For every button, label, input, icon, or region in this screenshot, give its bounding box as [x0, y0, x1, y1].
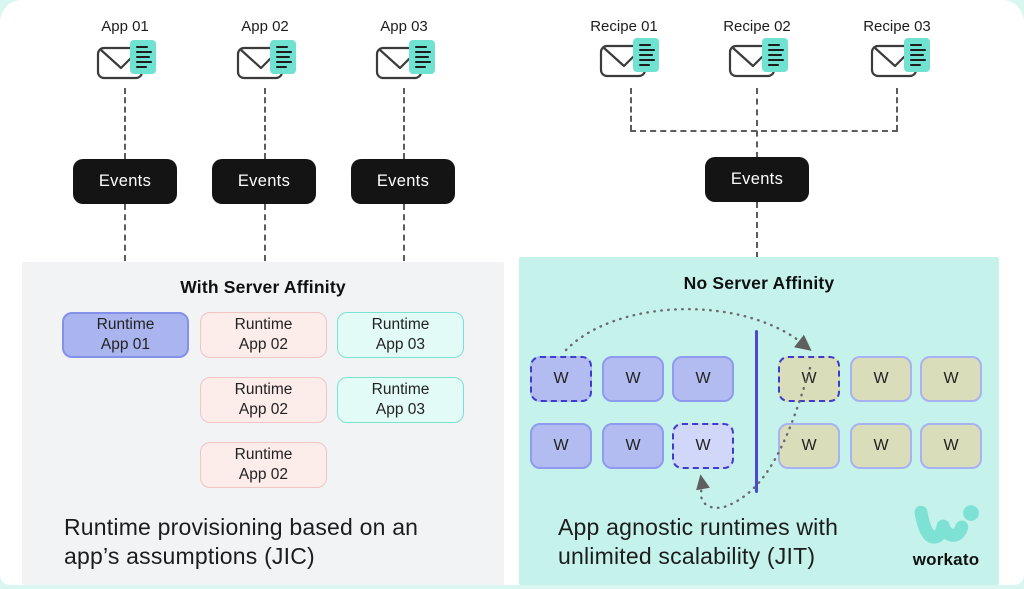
connector-dashed-vertical	[756, 202, 758, 258]
right-caption: App agnostic runtimes with unlimited sca…	[558, 513, 838, 571]
workato-logo: workato	[902, 502, 990, 570]
runtime-box-line1: Runtime	[96, 315, 155, 333]
connector-dashed-vertical	[264, 88, 266, 159]
panel-heading: With Server Affinity	[180, 277, 346, 297]
envelope-document-icon	[595, 34, 665, 86]
panel-heading: No Server Affinity	[683, 273, 835, 293]
runtime-box: Runtime App 01	[62, 312, 189, 358]
left-caption-line2: app’s assumptions (JIC)	[64, 543, 315, 570]
connector-dashed-vertical	[403, 204, 405, 312]
connector-dashed-horizontal	[630, 130, 898, 132]
connector-dashed-vertical	[630, 88, 632, 131]
envelope-document-icon	[724, 34, 794, 86]
runtime-box-line1: Runtime	[371, 315, 430, 333]
worker-box: W	[778, 423, 840, 469]
events-node: Events	[73, 159, 177, 204]
runtime-box-line2: App 03	[375, 401, 426, 418]
app-label: App 01	[101, 18, 149, 35]
right-caption-line1: App agnostic runtimes with	[558, 514, 839, 540]
worker-box: W	[920, 423, 982, 469]
connector-dashed-vertical	[896, 88, 898, 131]
worker-box: W	[530, 356, 592, 402]
envelope-document-icon	[232, 36, 302, 88]
right-caption-line2: unlimited scalability (JIT)	[558, 543, 816, 570]
runtime-box-line2: App 03	[375, 336, 426, 353]
runtime-box-line1: Runtime	[234, 315, 293, 333]
app-label: App 02	[241, 18, 289, 35]
left-caption-line1: Runtime provisioning based on an	[64, 514, 419, 540]
connector-dashed-vertical	[756, 88, 758, 158]
events-node: Events	[705, 157, 809, 202]
envelope-document-icon	[866, 34, 936, 86]
events-node: Events	[351, 159, 455, 204]
runtime-box-line1: Runtime	[234, 445, 293, 463]
left-caption: Runtime provisioning based on an app’s a…	[64, 513, 418, 571]
worker-box: W	[672, 423, 734, 469]
recipe-label: Recipe 03	[863, 18, 931, 35]
worker-box: W	[602, 423, 664, 469]
worker-box: W	[530, 423, 592, 469]
runtime-box-line2: App 02	[238, 466, 289, 483]
runtime-box: Runtime App 03	[337, 377, 464, 423]
worker-box: W	[778, 356, 840, 402]
runtime-box-line2: App 02	[238, 336, 289, 353]
worker-box: W	[920, 356, 982, 402]
runtime-box-line2: App 01	[100, 336, 151, 353]
runtime-box: Runtime App 03	[337, 312, 464, 358]
connector-dashed-vertical	[124, 88, 126, 159]
connector-dashed-vertical	[403, 88, 405, 159]
runtime-box-line1: Runtime	[371, 380, 430, 398]
recipe-label: Recipe 02	[723, 18, 791, 35]
recipe-label: Recipe 01	[590, 18, 658, 35]
worker-box: W	[602, 356, 664, 402]
worker-box: W	[672, 356, 734, 402]
app-label: App 03	[380, 18, 428, 35]
runtime-box-line2: App 02	[238, 401, 289, 418]
events-node: Events	[212, 159, 316, 204]
worker-box: W	[850, 356, 912, 402]
runtime-box: Runtime App 02	[200, 377, 327, 423]
runtime-box: Runtime App 02	[200, 442, 327, 488]
runtime-box-line1: Runtime	[234, 380, 293, 398]
envelope-document-icon	[92, 36, 162, 88]
connector-dashed-vertical	[124, 204, 126, 312]
divider-line	[755, 330, 758, 493]
worker-box: W	[850, 423, 912, 469]
workato-wordmark: workato	[912, 550, 980, 569]
envelope-document-icon	[371, 36, 441, 88]
connector-dashed-vertical	[264, 204, 266, 312]
runtime-box: Runtime App 02	[200, 312, 327, 358]
workato-logo-mark	[914, 505, 979, 544]
